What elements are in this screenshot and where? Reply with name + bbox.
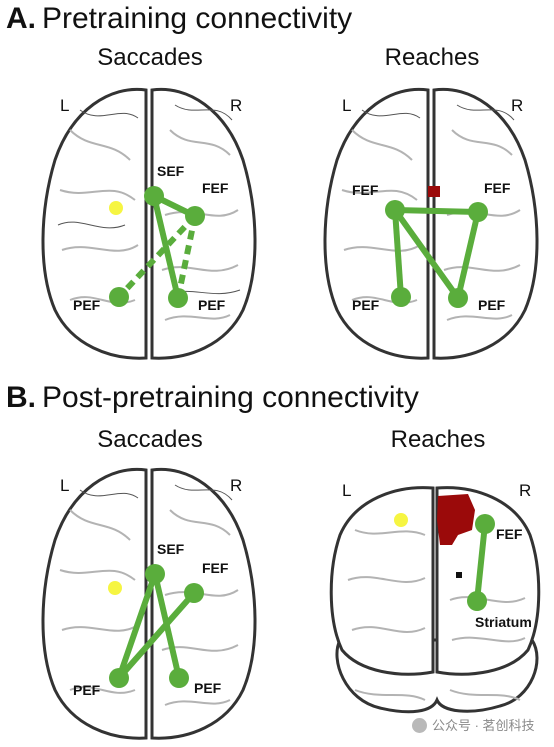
hemi-left-b-reaches: L	[342, 481, 352, 500]
brain-outline-a-reaches-left	[323, 87, 430, 360]
edge-fef-right-pef-right	[455, 211, 481, 299]
hemi-right-a-reaches: R	[511, 96, 524, 115]
brain-outline-b-reaches-left	[329, 486, 435, 676]
edge-fef-left-pef-left	[392, 209, 404, 298]
edge-fef-left-pef-right	[392, 208, 461, 300]
label-pef-left-a-saccades: PEF	[73, 297, 101, 313]
label-fef-b-reaches: FEF	[496, 526, 523, 542]
label-striatum-b-reaches: Striatum	[475, 614, 532, 630]
hemi-right-b-reaches: R	[519, 481, 532, 500]
brain-b-saccades	[41, 467, 257, 740]
label-pef-left-b-saccades: PEF	[73, 682, 101, 698]
edge-fef-pef-left	[116, 591, 197, 680]
edge-sef-pef-left	[116, 573, 158, 679]
edge-fef-pef-left-dashed	[116, 213, 198, 300]
yellow-spot-a-saccades	[109, 201, 123, 215]
node-pef-right-a-reaches	[448, 288, 468, 308]
hemi-left-b-saccades: L	[60, 476, 70, 495]
yellow-spot-b-reaches	[394, 513, 408, 527]
fine-sulci-a-reaches	[361, 104, 515, 121]
node-fef-a-saccades	[185, 206, 205, 226]
label-sef-a-saccades: SEF	[157, 163, 185, 179]
node-sef-b-saccades	[145, 564, 165, 584]
wechat-icon	[412, 718, 427, 733]
label-fef-b-saccades: FEF	[202, 560, 229, 576]
section-b-text: Post-pretraining connectivity	[42, 381, 419, 414]
label-pef-right-a-saccades: PEF	[198, 297, 226, 313]
section-a-title: A.Pretraining connectivity	[6, 2, 352, 36]
brain-a-saccades	[41, 87, 257, 360]
hemi-left-a-saccades: L	[60, 96, 70, 115]
hemi-left-a-reaches: L	[342, 96, 352, 115]
brain-a-reaches	[323, 87, 539, 360]
node-pef-right-b-saccades	[169, 668, 189, 688]
label-sef-b-saccades: SEF	[157, 541, 185, 557]
watermark: 公众号 · 茗创科技	[412, 715, 535, 734]
section-a-text: Pretraining connectivity	[42, 2, 353, 35]
label-fef-left-a-reaches: FEF	[352, 182, 379, 198]
fine-sulci-b-saccades	[79, 484, 233, 501]
label-pef-right-a-reaches: PEF	[478, 297, 506, 313]
node-pef-left-a-saccades	[109, 287, 129, 307]
small-marker-b-reaches	[456, 572, 462, 578]
edge-fef-left-fef-right	[394, 207, 479, 215]
node-fef-b-saccades	[184, 583, 204, 603]
brain-b-reaches	[329, 486, 541, 714]
red-activation-b-reaches	[437, 494, 475, 545]
panel-b-saccades-title: Saccades	[97, 426, 203, 453]
panel-b-reaches-title: Reaches	[390, 426, 486, 453]
sulci-b-saccades	[59, 509, 239, 706]
label-pef-right-b-saccades: PEF	[194, 680, 222, 696]
red-activation-a-reaches	[428, 186, 440, 197]
section-b-letter: B.	[6, 381, 36, 414]
node-pef-left-a-reaches	[391, 287, 411, 307]
brain-outline-b-reaches-right	[435, 486, 541, 676]
brain-outline-a-saccades-left	[41, 87, 148, 360]
node-pef-right-a-saccades	[168, 288, 188, 308]
node-fef-right-a-reaches	[468, 202, 488, 222]
panel-a-reaches-title: Reaches	[384, 44, 480, 71]
hemi-right-a-saccades: R	[230, 96, 243, 115]
yellow-spot-b-saccades	[108, 581, 122, 595]
label-fef-right-a-reaches: FEF	[484, 180, 511, 196]
edge-fef-striatum	[474, 523, 488, 602]
node-fef-b-reaches	[475, 514, 495, 534]
brain-outline-b-saccades-right	[150, 467, 257, 740]
hemi-right-b-saccades: R	[230, 476, 243, 495]
node-fef-left-a-reaches	[385, 200, 405, 220]
node-striatum-b-reaches	[467, 591, 487, 611]
label-fef-a-saccades: FEF	[202, 180, 229, 196]
watermark-text: 公众号 · 茗创科技	[432, 718, 535, 733]
node-sef-a-saccades	[144, 186, 164, 206]
sulci-b-reaches	[347, 529, 526, 701]
label-pef-left-a-reaches: PEF	[352, 297, 380, 313]
section-a-letter: A.	[6, 2, 36, 35]
panel-a-saccades-title: Saccades	[97, 44, 203, 71]
edge-sef-pef-right	[151, 195, 181, 299]
node-pef-left-b-saccades	[109, 668, 129, 688]
section-b-title: B.Post-pretraining connectivity	[6, 381, 419, 415]
